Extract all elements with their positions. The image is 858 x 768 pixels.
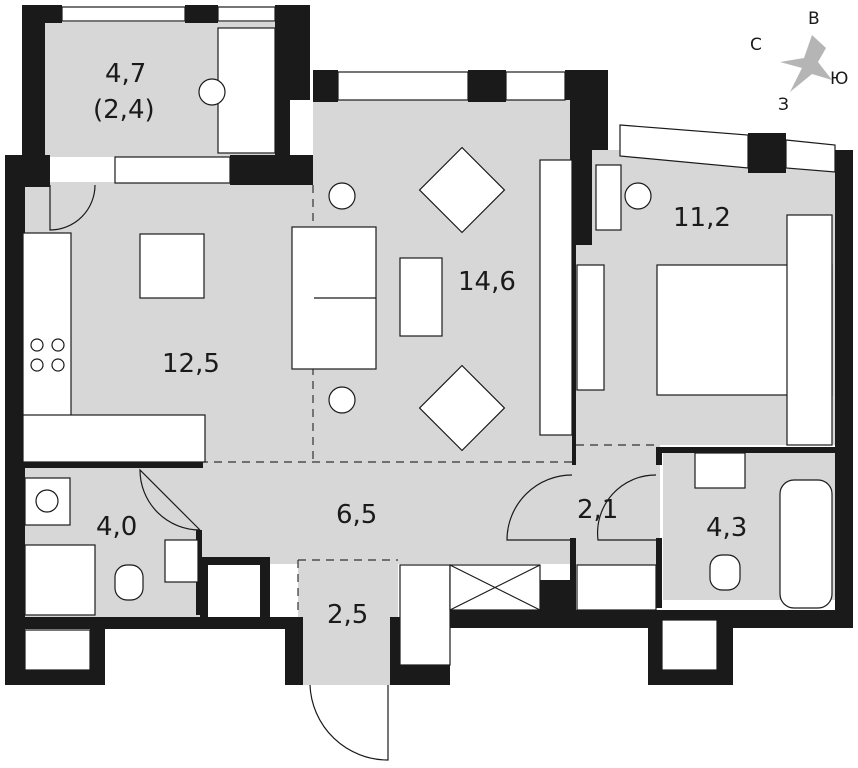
compass-rose	[780, 35, 832, 92]
wall	[572, 245, 576, 465]
balcony-door	[49, 184, 96, 231]
room-area-label: 4,0	[96, 512, 137, 542]
room-area-label: 2,5	[327, 600, 368, 630]
shower	[24, 544, 96, 616]
toilet	[709, 554, 741, 591]
corridor-floor	[575, 445, 660, 565]
room-area-label: 6,5	[336, 500, 377, 530]
armchair	[418, 146, 506, 234]
wall	[185, 5, 218, 23]
wall	[22, 5, 45, 185]
hob-burner	[51, 358, 65, 372]
wall	[835, 150, 853, 620]
bathtub	[779, 479, 833, 609]
wall	[90, 617, 105, 685]
furniture	[22, 27, 833, 666]
wall	[275, 5, 310, 160]
wall	[313, 70, 338, 102]
hall-floor	[200, 464, 575, 564]
side-table	[328, 182, 356, 210]
washing-machine-drum	[35, 489, 59, 513]
coffee-table	[399, 257, 443, 337]
wardrobe	[399, 564, 451, 666]
tv-unit	[539, 159, 573, 436]
wardrobe-cross	[449, 564, 541, 611]
window	[24, 629, 91, 671]
sink	[164, 539, 199, 583]
room-area-label: 4,3	[706, 513, 747, 543]
wall	[230, 155, 313, 185]
desk-chair	[198, 78, 226, 106]
room-sub-area-label: (2,4)	[93, 95, 155, 125]
hob-burner	[30, 358, 44, 372]
wall	[540, 580, 575, 615]
wall	[23, 462, 203, 468]
room-area-label: 4,7	[105, 59, 146, 89]
windows	[24, 6, 836, 671]
wall	[5, 155, 25, 685]
wardrobe	[786, 214, 833, 446]
compass-west-label: З	[778, 95, 789, 115]
hob-burner	[30, 338, 44, 352]
window	[661, 619, 718, 671]
area-labels: 4,7 (2,4) 12,5 14,6 11,2 4,0 6,5 2,1 4,3…	[93, 59, 747, 630]
window	[505, 71, 566, 101]
wall	[656, 447, 662, 465]
wall	[440, 610, 853, 628]
wall	[285, 617, 303, 685]
desk	[576, 264, 605, 391]
desk	[217, 27, 276, 154]
wall	[748, 133, 786, 173]
window	[114, 156, 231, 184]
nightstand	[595, 164, 622, 231]
wall	[468, 70, 506, 102]
entrance-door	[309, 684, 389, 761]
wall	[565, 70, 608, 245]
sink	[694, 452, 746, 489]
compass-north-label: С	[750, 35, 762, 55]
floor-areas	[23, 22, 835, 685]
compass-south-label: Ю	[830, 69, 848, 89]
doors	[49, 184, 657, 761]
wall	[196, 530, 202, 615]
kitchen-base-units	[22, 414, 206, 463]
compass-east-label: В	[808, 9, 820, 29]
bathroom-right-door	[596, 474, 657, 541]
armchair	[418, 364, 506, 452]
dining-table	[139, 233, 205, 299]
wall	[200, 557, 270, 620]
bathroom-left-door	[139, 468, 201, 531]
room-area-label: 14,6	[458, 267, 516, 297]
wall	[5, 670, 105, 685]
corridor-door	[506, 474, 573, 541]
wall	[656, 538, 662, 608]
room-area-label: 11,2	[673, 203, 731, 233]
hob-burner	[51, 338, 65, 352]
toilet	[114, 564, 144, 601]
compass: С В Ю З	[750, 9, 848, 115]
window	[217, 6, 276, 22]
entrance-floor	[298, 560, 398, 685]
window	[785, 139, 836, 173]
wall	[5, 617, 303, 629]
lamp	[624, 182, 652, 210]
wall	[656, 447, 836, 453]
wardrobe	[576, 564, 657, 611]
window	[61, 6, 186, 22]
wall	[570, 538, 576, 613]
window	[337, 71, 469, 101]
side-table	[328, 386, 356, 414]
window	[619, 124, 749, 169]
room-area-label: 2,1	[577, 495, 618, 525]
room-area-label: 12,5	[162, 349, 220, 379]
